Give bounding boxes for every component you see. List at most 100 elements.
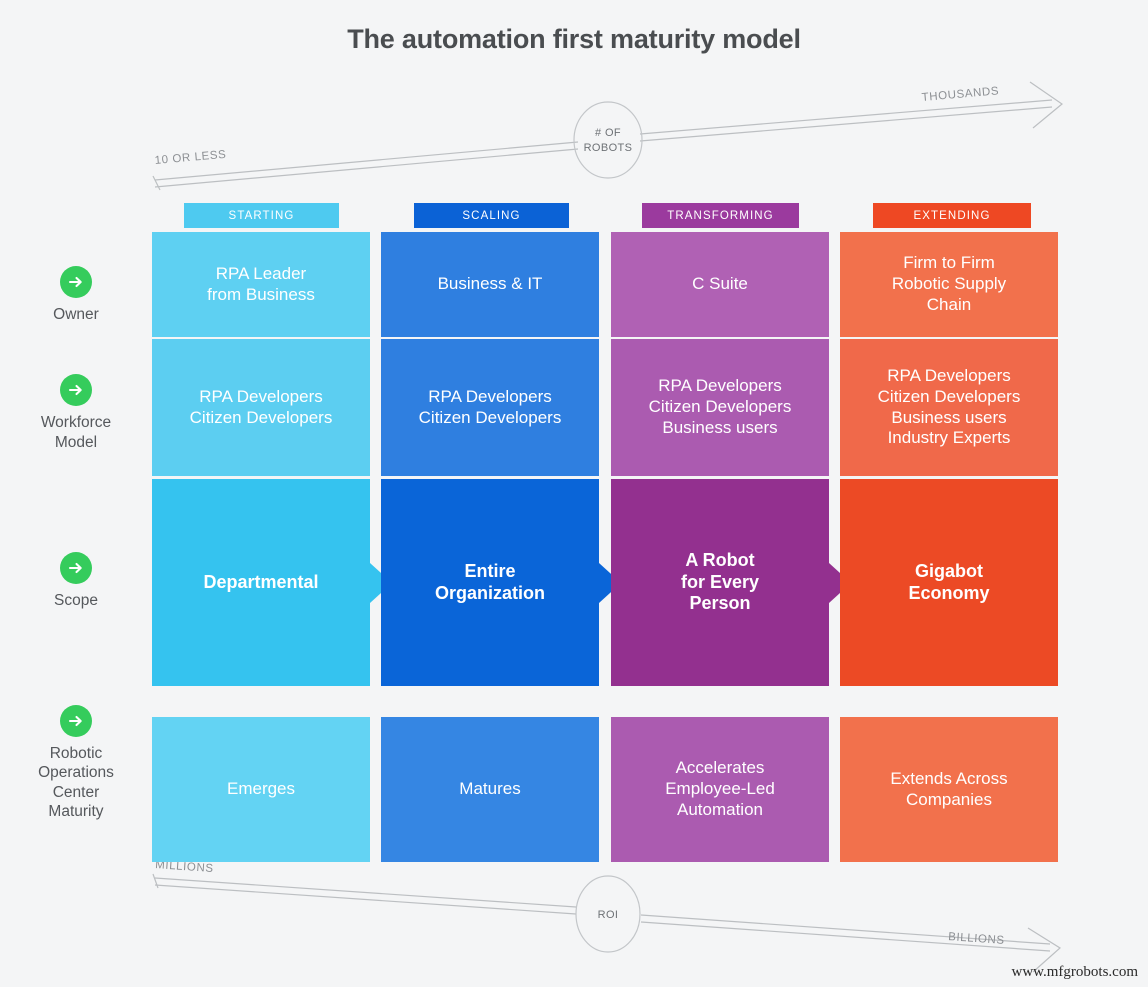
row-label-line: Workforce (40, 414, 112, 432)
top-axis-right-label: THOUSANDS (921, 85, 999, 104)
cell-starting-scope[interactable]: Departmental (152, 479, 370, 686)
stage-header-extending[interactable]: EXTENDING (873, 203, 1031, 228)
bottom-axis-right-label: BILLIONS (948, 931, 1005, 947)
stage-header-label: EXTENDING (913, 209, 991, 222)
row-label-scope-text: Scope (54, 591, 98, 609)
arrow-right-circle-icon (60, 265, 92, 298)
cell-text: C Suite (692, 274, 748, 295)
page-title: The automation first maturity model (347, 24, 801, 54)
cell-extending-owner[interactable]: Firm to Firm Robotic Supply Chain (840, 232, 1058, 337)
cell-line: Industry Experts (887, 428, 1011, 448)
watermark: www.mfgrobots.com (1011, 964, 1138, 980)
cell-line: RPA Developers (199, 386, 323, 406)
cell-line: RPA Leader (215, 263, 307, 283)
top-hub-label-line2: ROBOTS (584, 142, 633, 154)
cell-line: Organization (434, 582, 545, 603)
bottom-axis (152, 873, 1061, 973)
cell-line: Citizen Developers (648, 397, 792, 417)
row-label-roc-maturity-text: Robotic Operations Center Maturity (38, 744, 114, 822)
cell-line: Extends Across (890, 768, 1008, 788)
cell-line: Gigabot (915, 560, 983, 581)
stage-header-label: SCALING (462, 209, 521, 222)
cell-text: Gigabot Economy (908, 561, 989, 605)
cell-transforming-scope[interactable]: A Robot for Every Person (611, 479, 829, 686)
top-axis-hub (573, 101, 643, 179)
cell-text: A Robot for Every Person (681, 550, 759, 616)
row-label-line: Center (52, 783, 100, 801)
row-label-scope: Scope (0, 533, 152, 629)
top-axis (152, 81, 1063, 191)
top-axis-left-label: 10 OR LESS (154, 149, 227, 167)
scope-row: Departmental Entire Organization A Robot… (152, 479, 1060, 686)
cell-text: RPA Developers Citizen Developers (419, 387, 562, 428)
cell-line: C Suite (692, 274, 748, 294)
bottom-axis-hub (575, 875, 641, 953)
cell-line: Business users (891, 407, 1007, 427)
cell-scaling-scope[interactable]: Entire Organization (381, 479, 599, 686)
row-label-roc-maturity: Robotic Operations Center Maturity (0, 698, 152, 828)
stage-header-label: TRANSFORMING (667, 209, 774, 222)
cell-extending-workforce[interactable]: RPA Developers Citizen Developers Busine… (840, 339, 1058, 476)
row-label-owner: Owner (0, 255, 152, 335)
row-label-owner-text: Owner (53, 305, 99, 323)
cell-text: Firm to Firm Robotic Supply Chain (892, 253, 1006, 315)
stage-header-starting[interactable]: STARTING (184, 203, 339, 228)
cell-text: RPA Developers Citizen Developers Busine… (878, 366, 1021, 449)
stage-header-row: STARTING SCALING TRANSFORMING EXTENDING (152, 203, 1060, 228)
cell-line: RPA Developers (658, 376, 782, 396)
cell-starting-owner[interactable]: RPA Leader from Business (152, 232, 370, 337)
cell-line: Person (689, 593, 751, 614)
cell-line: RPA Developers (428, 386, 552, 406)
cell-line: Chain (926, 294, 972, 314)
arrow-right-circle-icon (60, 704, 92, 737)
cell-line: Employee-Led (665, 779, 775, 799)
bottom-hub-label: ROI (598, 909, 619, 921)
cell-line: Business users (662, 417, 778, 437)
cell-line: Economy (908, 582, 990, 603)
cell-transforming-workforce[interactable]: RPA Developers Citizen Developers Busine… (611, 339, 829, 476)
cell-line: Emerges (226, 779, 296, 799)
stage-header-scaling[interactable]: SCALING (414, 203, 569, 228)
cell-line: Citizen Developers (418, 407, 562, 427)
cell-text: Matures (459, 779, 520, 800)
cell-line: Firm to Firm (903, 253, 995, 273)
cell-transforming-roc[interactable]: Accelerates Employee-Led Automation (611, 717, 829, 862)
cell-transforming-owner[interactable]: C Suite (611, 232, 829, 337)
row-label-line: Operations (38, 764, 114, 782)
cell-text: Entire Organization (435, 561, 545, 605)
stage-header-transforming[interactable]: TRANSFORMING (642, 203, 799, 228)
cell-scaling-workforce[interactable]: RPA Developers Citizen Developers (381, 339, 599, 476)
cell-line: Citizen Developers (189, 407, 333, 427)
row-label-line: Model (54, 433, 98, 451)
cell-scaling-owner[interactable]: Business & IT (381, 232, 599, 337)
maturity-grid: STARTING SCALING TRANSFORMING EXTENDING … (152, 203, 1060, 862)
cell-line: RPA Developers (887, 366, 1011, 386)
cell-text: RPA Leader from Business (207, 264, 315, 305)
cell-line: Departmental (203, 571, 319, 592)
cell-line: Business & IT (437, 274, 543, 294)
row-label-workforce-model: Workforce Model (0, 363, 152, 463)
cell-text: RPA Developers Citizen Developers Busine… (649, 376, 792, 438)
cell-line: Accelerates (675, 758, 765, 778)
cell-line: Companies (905, 789, 992, 809)
cell-extending-roc[interactable]: Extends Across Companies (840, 717, 1058, 862)
cell-line: from Business (207, 284, 315, 304)
cell-line: Entire (464, 560, 516, 581)
stage-header-label: STARTING (228, 209, 295, 222)
cell-starting-workforce[interactable]: RPA Developers Citizen Developers (152, 339, 370, 476)
cell-text: Emerges (227, 779, 295, 800)
cell-line: Automation (677, 799, 763, 819)
cell-text: Departmental (203, 572, 318, 594)
top-hub-label-line1: # OF (595, 127, 621, 139)
row-label-column: Owner Workforce Model Scope Robotic Ope (0, 203, 152, 843)
cell-line: Robotic Supply (891, 274, 1007, 294)
cell-text: Extends Across Companies (890, 769, 1007, 810)
cell-scaling-roc[interactable]: Matures (381, 717, 599, 862)
cell-text: Business & IT (438, 274, 543, 295)
cell-extending-scope[interactable]: Gigabot Economy (840, 479, 1058, 686)
cell-starting-roc[interactable]: Emerges (152, 717, 370, 862)
cell-line: Citizen Developers (877, 386, 1021, 406)
cell-text: RPA Developers Citizen Developers (190, 387, 333, 428)
cell-line: for Every (680, 571, 760, 592)
